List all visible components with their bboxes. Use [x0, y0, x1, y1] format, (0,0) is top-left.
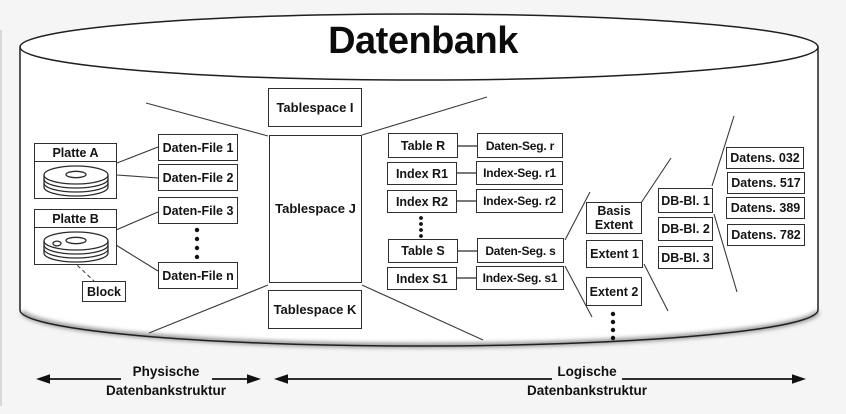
index-s1-box: Index S1	[387, 267, 457, 290]
physical-structure-arrow	[36, 374, 261, 384]
daten-file-3-box: Daten-File 3	[158, 197, 238, 224]
index-r1-box: Index R1	[387, 162, 457, 185]
extent-1-box: Extent 1	[586, 240, 643, 268]
ellipsis-dots	[194, 216, 616, 341]
block-marker	[51, 239, 62, 247]
platte-b-label: Platte B	[35, 210, 116, 228]
index-r2-box: Index R2	[387, 190, 457, 213]
tablespace-k-box: Tablespace K	[268, 290, 362, 329]
db-block-3-box: DB-Bl. 3	[658, 246, 713, 269]
disk-a-icon	[35, 162, 116, 198]
disk-file-connectors	[115, 146, 159, 272]
logical-structure-arrow	[274, 374, 806, 384]
window-edge-artifact	[0, 30, 2, 406]
disk-b-icon	[35, 228, 116, 264]
logical-structure-line2: Datenbankstruktur	[526, 383, 648, 398]
tablespace-j-box: Tablespace J	[269, 135, 362, 283]
basis-extent-box: Basis Extent	[586, 202, 642, 234]
datens-032-box: Datens. 032	[726, 147, 804, 169]
db-block-2-box: DB-Bl. 2	[658, 217, 713, 241]
diagram-title: Datenbank	[328, 20, 518, 62]
index-seg-r2-box: Index-Seg. r2	[476, 189, 563, 213]
datens-782-box: Datens. 782	[727, 224, 805, 246]
index-seg-r1-box: Index-Seg. r1	[476, 161, 563, 185]
daten-seg-s-box: Daten-Seg. s	[477, 238, 564, 263]
physical-structure-line1: Physische	[132, 364, 200, 379]
block-box: Block	[82, 281, 126, 302]
fan-lines	[145, 96, 738, 341]
extent-2-box: Extent 2	[586, 277, 642, 306]
logical-structure-label: Logische Datenbankstruktur	[507, 362, 667, 400]
daten-file-1-box: Daten-File 1	[158, 134, 238, 161]
datens-389-box: Datens. 389	[726, 197, 805, 219]
physical-structure-line2: Datenbankstruktur	[105, 383, 227, 398]
daten-file-2-box: Daten-File 2	[158, 164, 238, 191]
daten-seg-r-box: Daten-Seg. r	[477, 133, 563, 158]
platte-a-label: Platte A	[35, 144, 116, 162]
index-seg-s1-box: Index-Seg. s1	[476, 266, 564, 290]
tablespace-i-box: Tablespace I	[268, 88, 362, 127]
daten-file-n-box: Daten-File n	[158, 262, 238, 289]
logical-structure-line1: Logische	[557, 364, 617, 379]
platte-b-box: Platte B	[34, 209, 117, 265]
table-s-box: Table S	[388, 239, 458, 263]
platte-a-box: Platte A	[34, 143, 117, 199]
physical-structure-label: Physische Datenbankstruktur	[96, 362, 236, 400]
segment-connectors	[457, 145, 477, 279]
cylinder-top-ellipse	[19, 13, 819, 81]
datens-517-box: Datens. 517	[727, 172, 805, 194]
db-block-1-box: DB-Bl. 1	[658, 188, 713, 213]
table-r-box: Table R	[388, 133, 458, 158]
